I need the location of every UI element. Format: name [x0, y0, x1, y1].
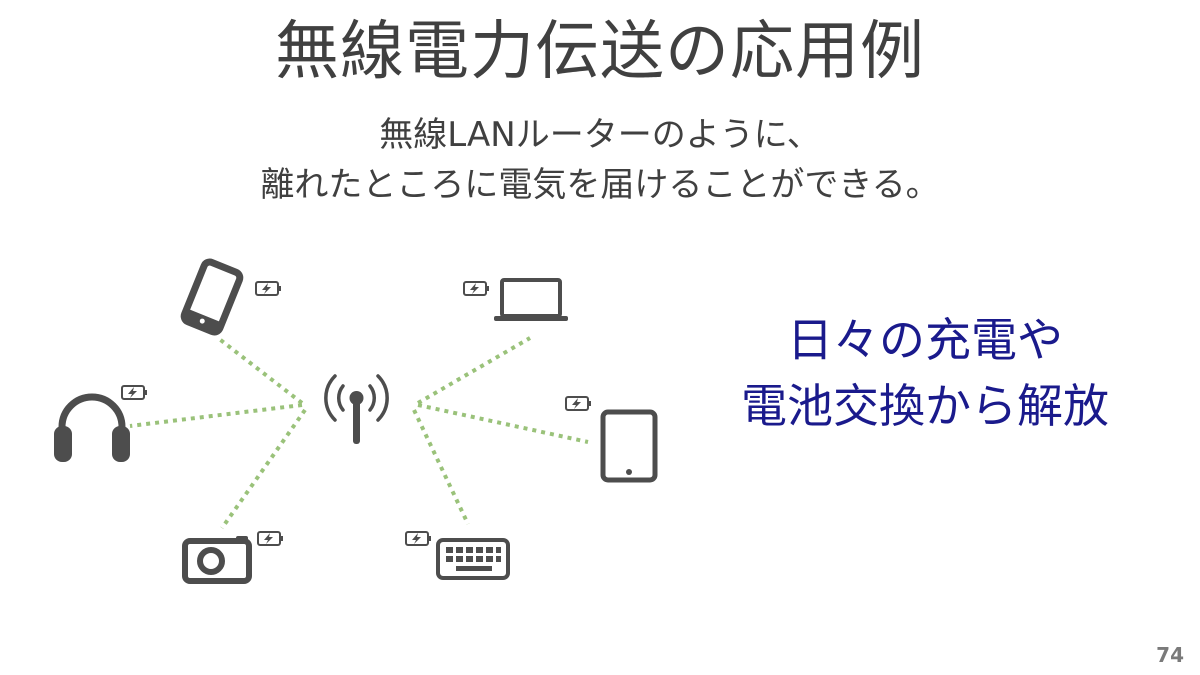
- antenna-icon: [324, 374, 389, 444]
- headphones-icon: [54, 393, 130, 462]
- battery-charging-icon: [463, 281, 489, 296]
- beam-laptop: [416, 336, 532, 405]
- power-beams: [129, 336, 589, 530]
- beam-camera: [220, 408, 307, 530]
- battery-charging-icon: [255, 281, 281, 296]
- battery-charging-icon: [405, 531, 431, 546]
- emphasis-line-1: 日々の充電や: [787, 313, 1063, 367]
- emphasis-line-2: 電池交換から解放: [741, 379, 1109, 433]
- keyboard-icon: [436, 538, 510, 580]
- beam-headphones: [129, 403, 303, 428]
- beam-smartphone: [216, 336, 304, 405]
- slide-title: 無線電力伝送の応用例: [275, 15, 925, 89]
- subtitle-line-2: 離れたところに電気を届けることができる。: [260, 165, 940, 205]
- subtitle-line-1: 無線LANルーターのように、: [379, 115, 821, 155]
- camera-icon: [182, 536, 252, 584]
- smartphone-icon: [180, 258, 244, 336]
- battery-charging-icon: [121, 385, 147, 400]
- battery-charging-icon: [257, 531, 283, 546]
- laptop-icon: [494, 278, 568, 321]
- beam-keyboard: [412, 409, 470, 525]
- tablet-icon: [600, 409, 658, 483]
- beam-tablet: [417, 403, 589, 444]
- page-number: 74: [1156, 643, 1184, 667]
- battery-charging-icon: [565, 396, 591, 411]
